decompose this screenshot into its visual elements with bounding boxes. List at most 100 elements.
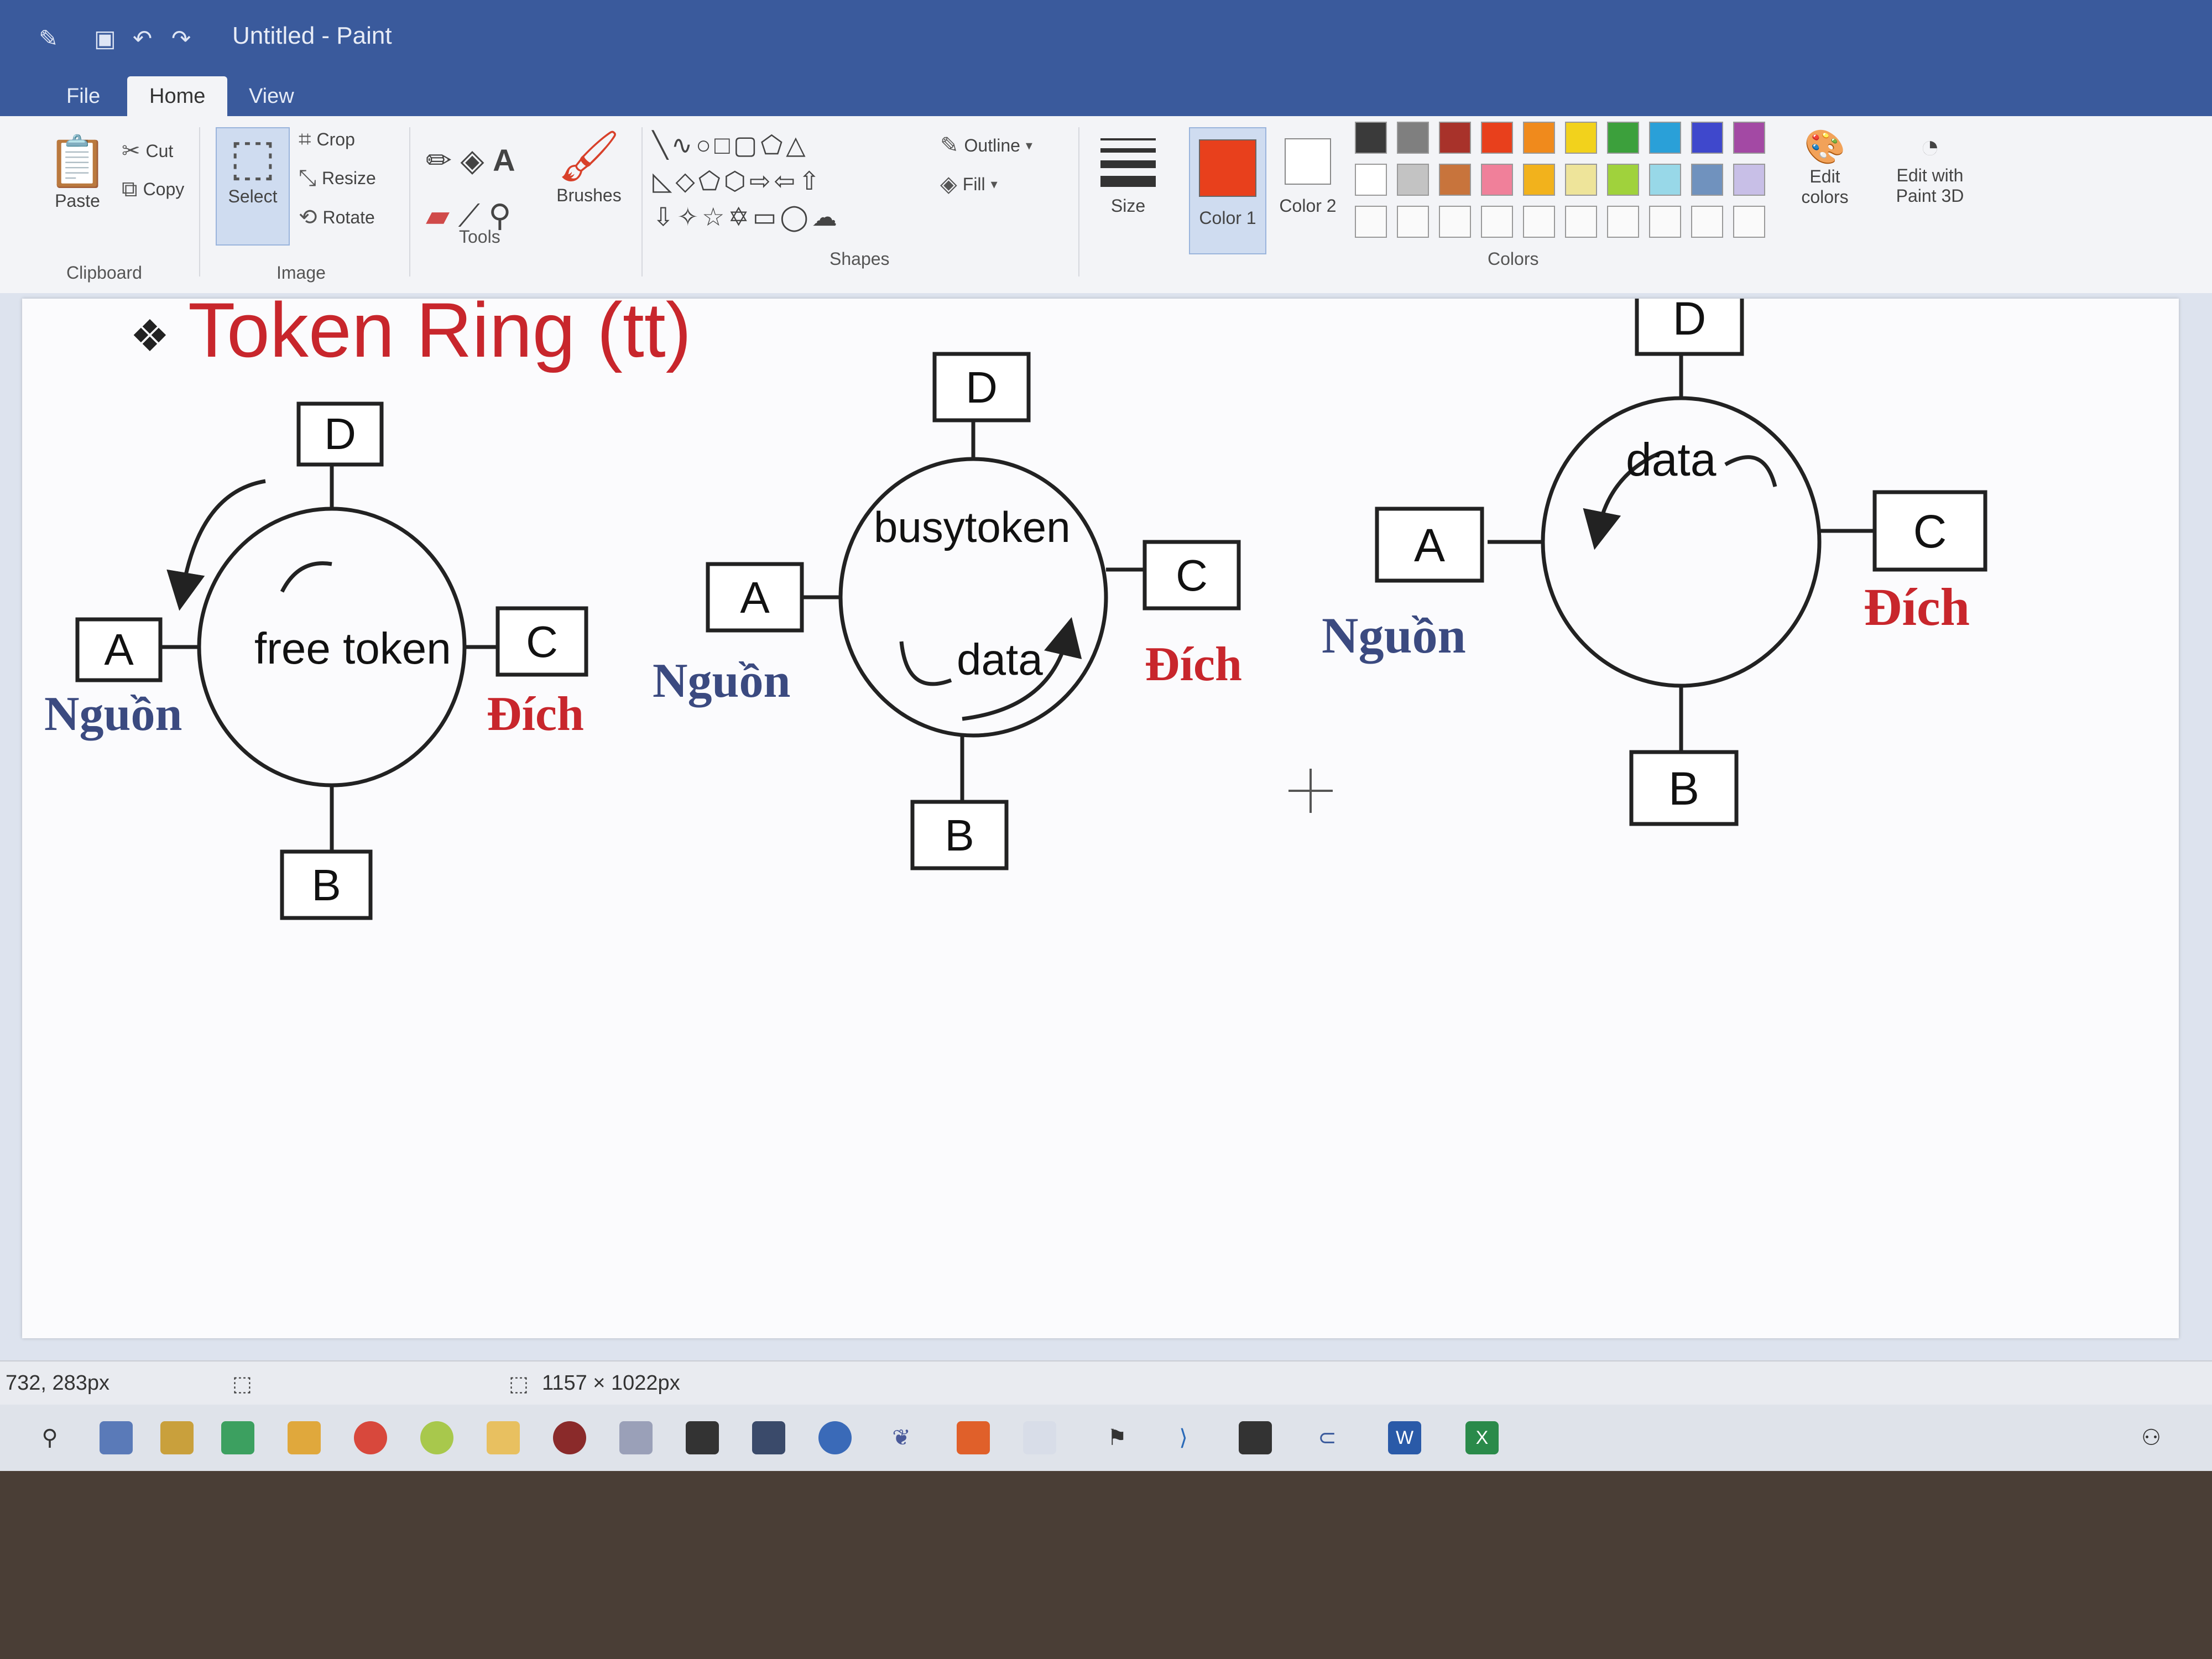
palette-swatch[interactable]	[1649, 164, 1681, 196]
down-arrow-shape-icon[interactable]: ⇩	[653, 202, 677, 231]
select-button[interactable]: ⬚ Select	[216, 127, 290, 246]
app-icon[interactable]: ⚑	[1107, 1426, 1127, 1450]
vscode-icon[interactable]: ⟩	[1179, 1426, 1188, 1450]
palette-swatch[interactable]	[1607, 164, 1639, 196]
redo-icon[interactable]: ↷	[171, 25, 191, 51]
palette-swatch[interactable]	[1523, 122, 1555, 154]
triangle-shape-icon[interactable]: △	[786, 131, 809, 159]
callout-shape-icon[interactable]: ▭	[752, 202, 780, 231]
rounded-rect-shape-icon[interactable]: ▢	[733, 131, 761, 159]
palette-swatch[interactable]	[1649, 122, 1681, 154]
task-view-icon[interactable]	[100, 1421, 133, 1454]
empty-palette-swatch[interactable]	[1523, 206, 1555, 238]
six-point-star-icon[interactable]: ✡	[728, 202, 753, 231]
palette-swatch[interactable]	[1355, 164, 1387, 196]
people-icon[interactable]: ⚇	[2141, 1426, 2161, 1450]
drawing-canvas[interactable]: ❖ Token Ring (tt) D A	[22, 299, 2179, 1338]
pentagon-shape-icon[interactable]: ⬠	[698, 166, 724, 195]
empty-palette-swatch[interactable]	[1733, 206, 1765, 238]
fill-button[interactable]: ◈ Fill ▾	[940, 171, 998, 197]
app-icon[interactable]	[288, 1421, 321, 1454]
four-point-star-icon[interactable]: ✧	[677, 202, 702, 231]
color-picker-icon[interactable]: ⟋	[458, 198, 480, 233]
palette-swatch[interactable]	[1565, 164, 1597, 196]
shapes-gallery[interactable]: ╲∿○□▢⬠△ ◺◇⬠⬡⇨⇦⇧ ⇩✧☆✡▭◯☁	[653, 127, 918, 235]
resize-button[interactable]: ⤡ Resize	[299, 166, 376, 191]
curve-shape-icon[interactable]: ∿	[671, 131, 696, 159]
outline-button[interactable]: ✎ Outline ▾	[940, 133, 1032, 158]
brushes-button[interactable]: 🖌 Brushes	[553, 127, 625, 206]
palette-swatch[interactable]	[1397, 164, 1429, 196]
left-arrow-shape-icon[interactable]: ⇦	[774, 166, 799, 195]
app-icon[interactable]	[553, 1421, 586, 1454]
edit-paint3d-button[interactable]: ◔ Edit with Paint 3D	[1880, 127, 1980, 206]
cut-button[interactable]: ✂ Cut	[122, 138, 173, 164]
palette-swatch[interactable]	[1355, 122, 1387, 154]
chrome-icon[interactable]	[354, 1421, 387, 1454]
empty-palette-swatch[interactable]	[1397, 206, 1429, 238]
polygon-shape-icon[interactable]: ⬠	[760, 131, 786, 159]
paint-taskbar-icon[interactable]	[619, 1421, 653, 1454]
empty-palette-swatch[interactable]	[1607, 206, 1639, 238]
palette-swatch[interactable]	[1733, 122, 1765, 154]
tab-view[interactable]: View	[249, 85, 294, 108]
text-tool-icon[interactable]: A	[493, 143, 515, 178]
right-arrow-shape-icon[interactable]: ⇨	[749, 166, 774, 195]
file-explorer-icon[interactable]	[487, 1421, 520, 1454]
app-icon[interactable]	[818, 1421, 852, 1454]
app-icon[interactable]	[957, 1421, 990, 1454]
size-button[interactable]: Size	[1095, 127, 1161, 216]
eraser-icon[interactable]: ▰	[426, 198, 450, 233]
tab-file[interactable]: File	[66, 85, 101, 108]
empty-palette-swatch[interactable]	[1439, 206, 1471, 238]
save-icon[interactable]: ▣	[94, 25, 116, 51]
word-icon[interactable]: W	[1388, 1421, 1421, 1454]
five-point-star-icon[interactable]: ☆	[702, 202, 728, 231]
crop-button[interactable]: ⌗ Crop	[299, 127, 355, 152]
palette-swatch[interactable]	[1691, 122, 1723, 154]
palette-swatch[interactable]	[1481, 122, 1513, 154]
app-icon[interactable]	[1239, 1421, 1272, 1454]
hexagon-shape-icon[interactable]: ⬡	[723, 166, 749, 195]
magnifier-icon[interactable]: ⚲	[488, 198, 512, 233]
empty-palette-swatch[interactable]	[1649, 206, 1681, 238]
search-icon[interactable]: ⚲	[41, 1426, 58, 1450]
line-shape-icon[interactable]: ╲	[653, 131, 671, 159]
cloud-callout-icon[interactable]: ☁	[811, 202, 841, 231]
tab-home[interactable]: Home	[127, 76, 228, 116]
palette-swatch[interactable]	[1439, 164, 1471, 196]
copy-button[interactable]: ⧉ Copy	[122, 177, 184, 202]
palette-swatch[interactable]	[1691, 164, 1723, 196]
app-icon[interactable]	[221, 1421, 254, 1454]
empty-palette-swatch[interactable]	[1481, 206, 1513, 238]
palette-swatch[interactable]	[1565, 122, 1597, 154]
app-icon[interactable]	[420, 1421, 453, 1454]
empty-palette-swatch[interactable]	[1691, 206, 1723, 238]
app-icon[interactable]	[1023, 1421, 1056, 1454]
app-icon[interactable]	[686, 1421, 719, 1454]
empty-palette-swatch[interactable]	[1355, 206, 1387, 238]
edit-colors-button[interactable]: 🎨 Edit colors	[1786, 127, 1864, 207]
excel-icon[interactable]: X	[1465, 1421, 1499, 1454]
color1-button[interactable]: Color 1	[1189, 127, 1266, 254]
color2-button[interactable]: Color 2	[1272, 127, 1344, 254]
palette-swatch[interactable]	[1397, 122, 1429, 154]
app-icon[interactable]: ❦	[892, 1426, 911, 1450]
empty-palette-swatch[interactable]	[1565, 206, 1597, 238]
rectangle-shape-icon[interactable]: □	[714, 131, 733, 159]
palette-swatch[interactable]	[1607, 122, 1639, 154]
rotate-button[interactable]: ⟲ Rotate	[299, 205, 375, 230]
app-icon[interactable]	[752, 1421, 785, 1454]
palette-swatch[interactable]	[1439, 122, 1471, 154]
fill-bucket-icon[interactable]: ◈	[460, 143, 484, 178]
diamond-shape-icon[interactable]: ◇	[675, 166, 698, 195]
palette-swatch[interactable]	[1523, 164, 1555, 196]
undo-icon[interactable]: ↶	[133, 25, 153, 51]
oval-shape-icon[interactable]: ○	[696, 131, 715, 159]
pencil-icon[interactable]: ✏	[426, 143, 452, 178]
palette-swatch[interactable]	[1481, 164, 1513, 196]
up-arrow-shape-icon[interactable]: ⇧	[799, 166, 823, 195]
palette-swatch[interactable]	[1733, 164, 1765, 196]
app-icon[interactable]: ⊂	[1318, 1426, 1337, 1450]
right-triangle-shape-icon[interactable]: ◺	[653, 166, 676, 195]
